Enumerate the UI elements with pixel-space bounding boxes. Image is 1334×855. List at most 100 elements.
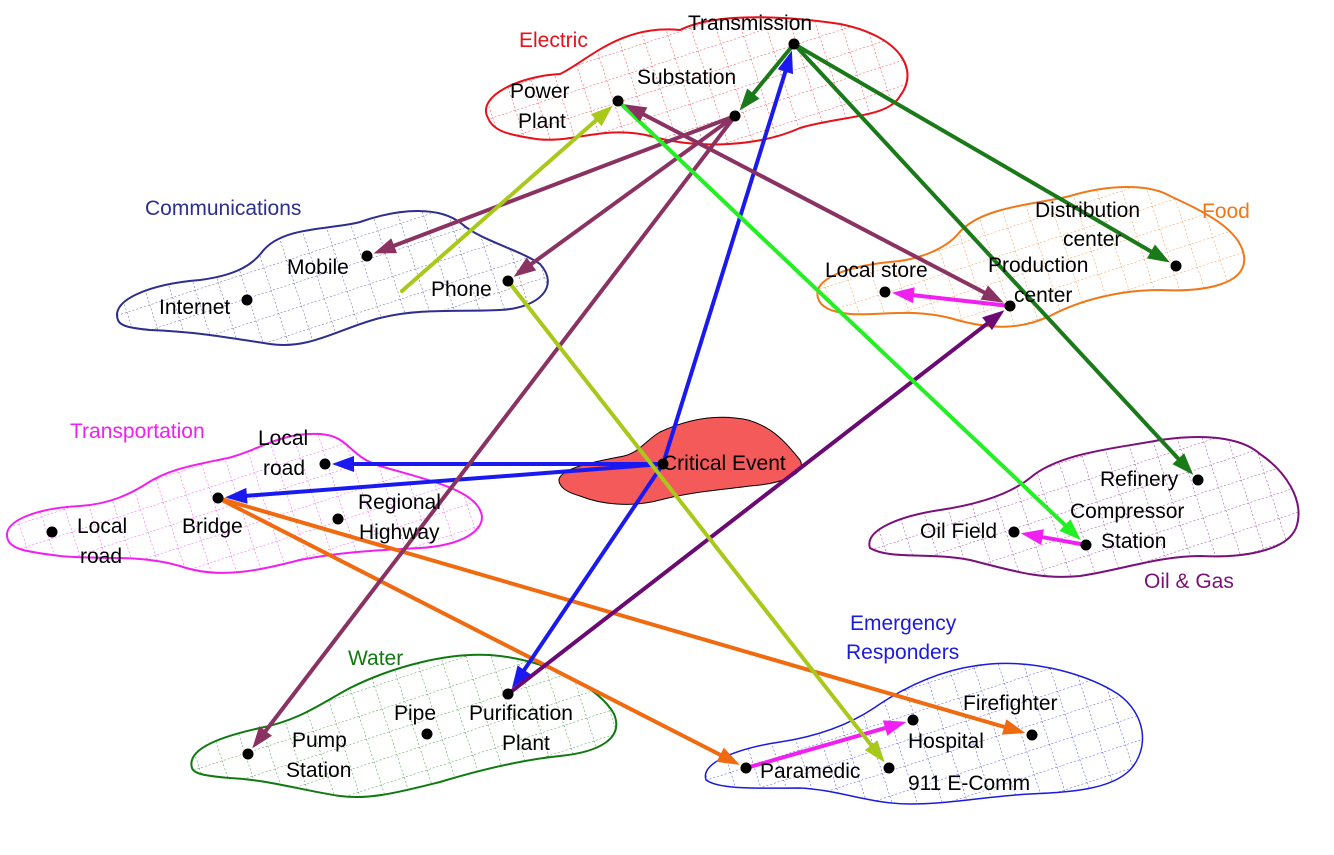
node-dot-local-road-left <box>46 526 58 538</box>
node-dot-internet <box>241 294 253 306</box>
edge-arrowhead-6 <box>373 238 397 254</box>
edge-arrowhead-10 <box>982 310 1005 331</box>
node-dot-pipe <box>421 728 433 740</box>
edge-arrowhead-9 <box>624 104 648 122</box>
edge-substation-to-phone <box>526 114 737 269</box>
node-dot-event <box>657 458 669 470</box>
node-label-production-line2: center <box>1014 284 1072 307</box>
node-label-power-plant-line1: Power <box>510 80 570 103</box>
node-dot-power-plant <box>612 95 624 107</box>
edge-arrowhead-4 <box>590 105 613 127</box>
edge-arrowhead-3 <box>1059 519 1081 541</box>
node-dot-local-road-top <box>319 458 331 470</box>
critical-event-shape <box>558 416 802 505</box>
node-label-purification-line2: Plant <box>502 732 550 755</box>
node-label-local-road-top-line2: road <box>263 457 305 480</box>
edge-production-to-local_store <box>907 292 1012 308</box>
node-label-ecomm: 911 E-Comm <box>908 772 1030 795</box>
node-dot-pump-station <box>242 748 254 760</box>
node-label-local-road-left-line1: Local <box>77 515 127 538</box>
critical-event-label: Critical Event <box>662 452 786 475</box>
edge-arrowhead-9-reverse <box>980 285 1004 303</box>
edge-transmission-to-substation <box>748 42 796 99</box>
edge-arrowhead-1 <box>1146 244 1170 263</box>
edge-arrowhead-14 <box>511 665 531 689</box>
node-label-production-line1: Production <box>988 254 1088 277</box>
edge-arrowhead-13 <box>224 487 248 504</box>
node-label-distribution-line1: Distribution <box>1035 199 1140 222</box>
node-label-local-store: Local store <box>825 259 928 282</box>
edge-arrowhead-17 <box>891 287 915 304</box>
edge-phone_link_start-to-power_plant <box>400 115 602 293</box>
edge-arrowhead-12 <box>332 456 354 472</box>
node-label-oil-field: Oil Field <box>920 520 997 543</box>
group-label-emergency-line1: Emergency <box>850 612 957 635</box>
edge-paramedic-to-hospital <box>744 724 891 770</box>
node-dot-local-store <box>879 286 891 298</box>
node-dot-production <box>1004 300 1016 312</box>
group-label-oil-gas: Oil & Gas <box>1144 570 1234 593</box>
group-label-communications: Communications <box>145 197 301 220</box>
edge-arrowhead-8 <box>252 726 272 749</box>
node-dot-firefighter <box>1026 729 1038 741</box>
edge-arrowhead-2 <box>1172 453 1194 475</box>
node-dot-mobile <box>361 250 373 262</box>
water-region <box>190 653 618 799</box>
node-label-transmission: Transmission <box>688 12 812 35</box>
node-dot-oil-field <box>1008 526 1020 538</box>
node-label-refinery: Refinery <box>1100 468 1179 491</box>
node-dot-purification <box>502 688 514 700</box>
node-label-substation: Substation <box>637 66 736 89</box>
node-dot-phone <box>502 275 514 287</box>
edge-arrowhead-19 <box>882 720 907 736</box>
node-dot-transmission <box>788 38 800 50</box>
node-label-hospital: Hospital <box>908 730 984 753</box>
node-label-compressor-line1: Compressor <box>1070 500 1184 523</box>
edge-arrowhead-11 <box>777 50 794 75</box>
node-label-bridge: Bridge <box>182 515 243 538</box>
node-label-power-plant-line2: Plant <box>518 110 566 133</box>
edge-arrowhead-7 <box>513 257 537 277</box>
node-label-internet: Internet <box>159 296 230 319</box>
transportation-region <box>5 432 483 574</box>
node-dot-hospital <box>907 714 919 726</box>
edge-production-to-power_plant <box>638 110 990 297</box>
node-dot-ecomm <box>883 762 895 774</box>
edge-substation-to-mobile <box>388 114 737 250</box>
edge-event-to-transmission <box>661 65 789 466</box>
node-label-firefighter: Firefighter <box>963 692 1058 715</box>
node-label-distribution-line2: center <box>1063 228 1121 251</box>
node-label-local-road-left-line2: road <box>80 545 122 568</box>
edge-event-to-purification <box>519 462 665 676</box>
group-label-food: Food <box>1202 200 1250 223</box>
edge-power_plant-to-compressor <box>616 99 1070 530</box>
group-label-transportation: Transportation <box>70 420 205 443</box>
edge-phone-to-ecomm <box>506 279 876 751</box>
node-label-purification-line1: Purification <box>469 702 573 725</box>
node-dot-paramedic <box>740 762 752 774</box>
edge-transmission-to-distribution <box>792 42 1157 256</box>
node-dot-substation <box>729 110 741 122</box>
edge-compressor-to-oil_field <box>1036 534 1088 547</box>
edge-bridge-to-paramedic <box>216 496 726 759</box>
emergency-region <box>704 662 1144 805</box>
node-label-local-road-top-line1: Local <box>258 427 308 450</box>
edge-substation-to-pump_station <box>261 114 737 737</box>
node-dots <box>46 38 1204 774</box>
edge-arrowhead-15 <box>716 747 740 765</box>
node-label-pump-station-line2: Station <box>286 759 351 782</box>
dependency-edges <box>216 42 1194 770</box>
node-label-compressor-line2: Station <box>1101 530 1166 553</box>
edge-arrowhead-16 <box>1001 719 1026 735</box>
node-label-phone: Phone <box>431 278 492 301</box>
food-region <box>816 186 1246 328</box>
edge-arrowhead-5 <box>864 740 885 763</box>
node-dot-refinery <box>1192 474 1204 486</box>
edge-transmission-to-refinery <box>792 42 1184 464</box>
node-dot-regional-highway <box>332 513 344 525</box>
node-label-pump-station-line1: Pump <box>292 729 347 752</box>
node-label-mobile: Mobile <box>287 256 349 279</box>
node-label-regional-highway-line1: Regional <box>358 491 441 514</box>
node-dot-distribution <box>1170 260 1182 272</box>
